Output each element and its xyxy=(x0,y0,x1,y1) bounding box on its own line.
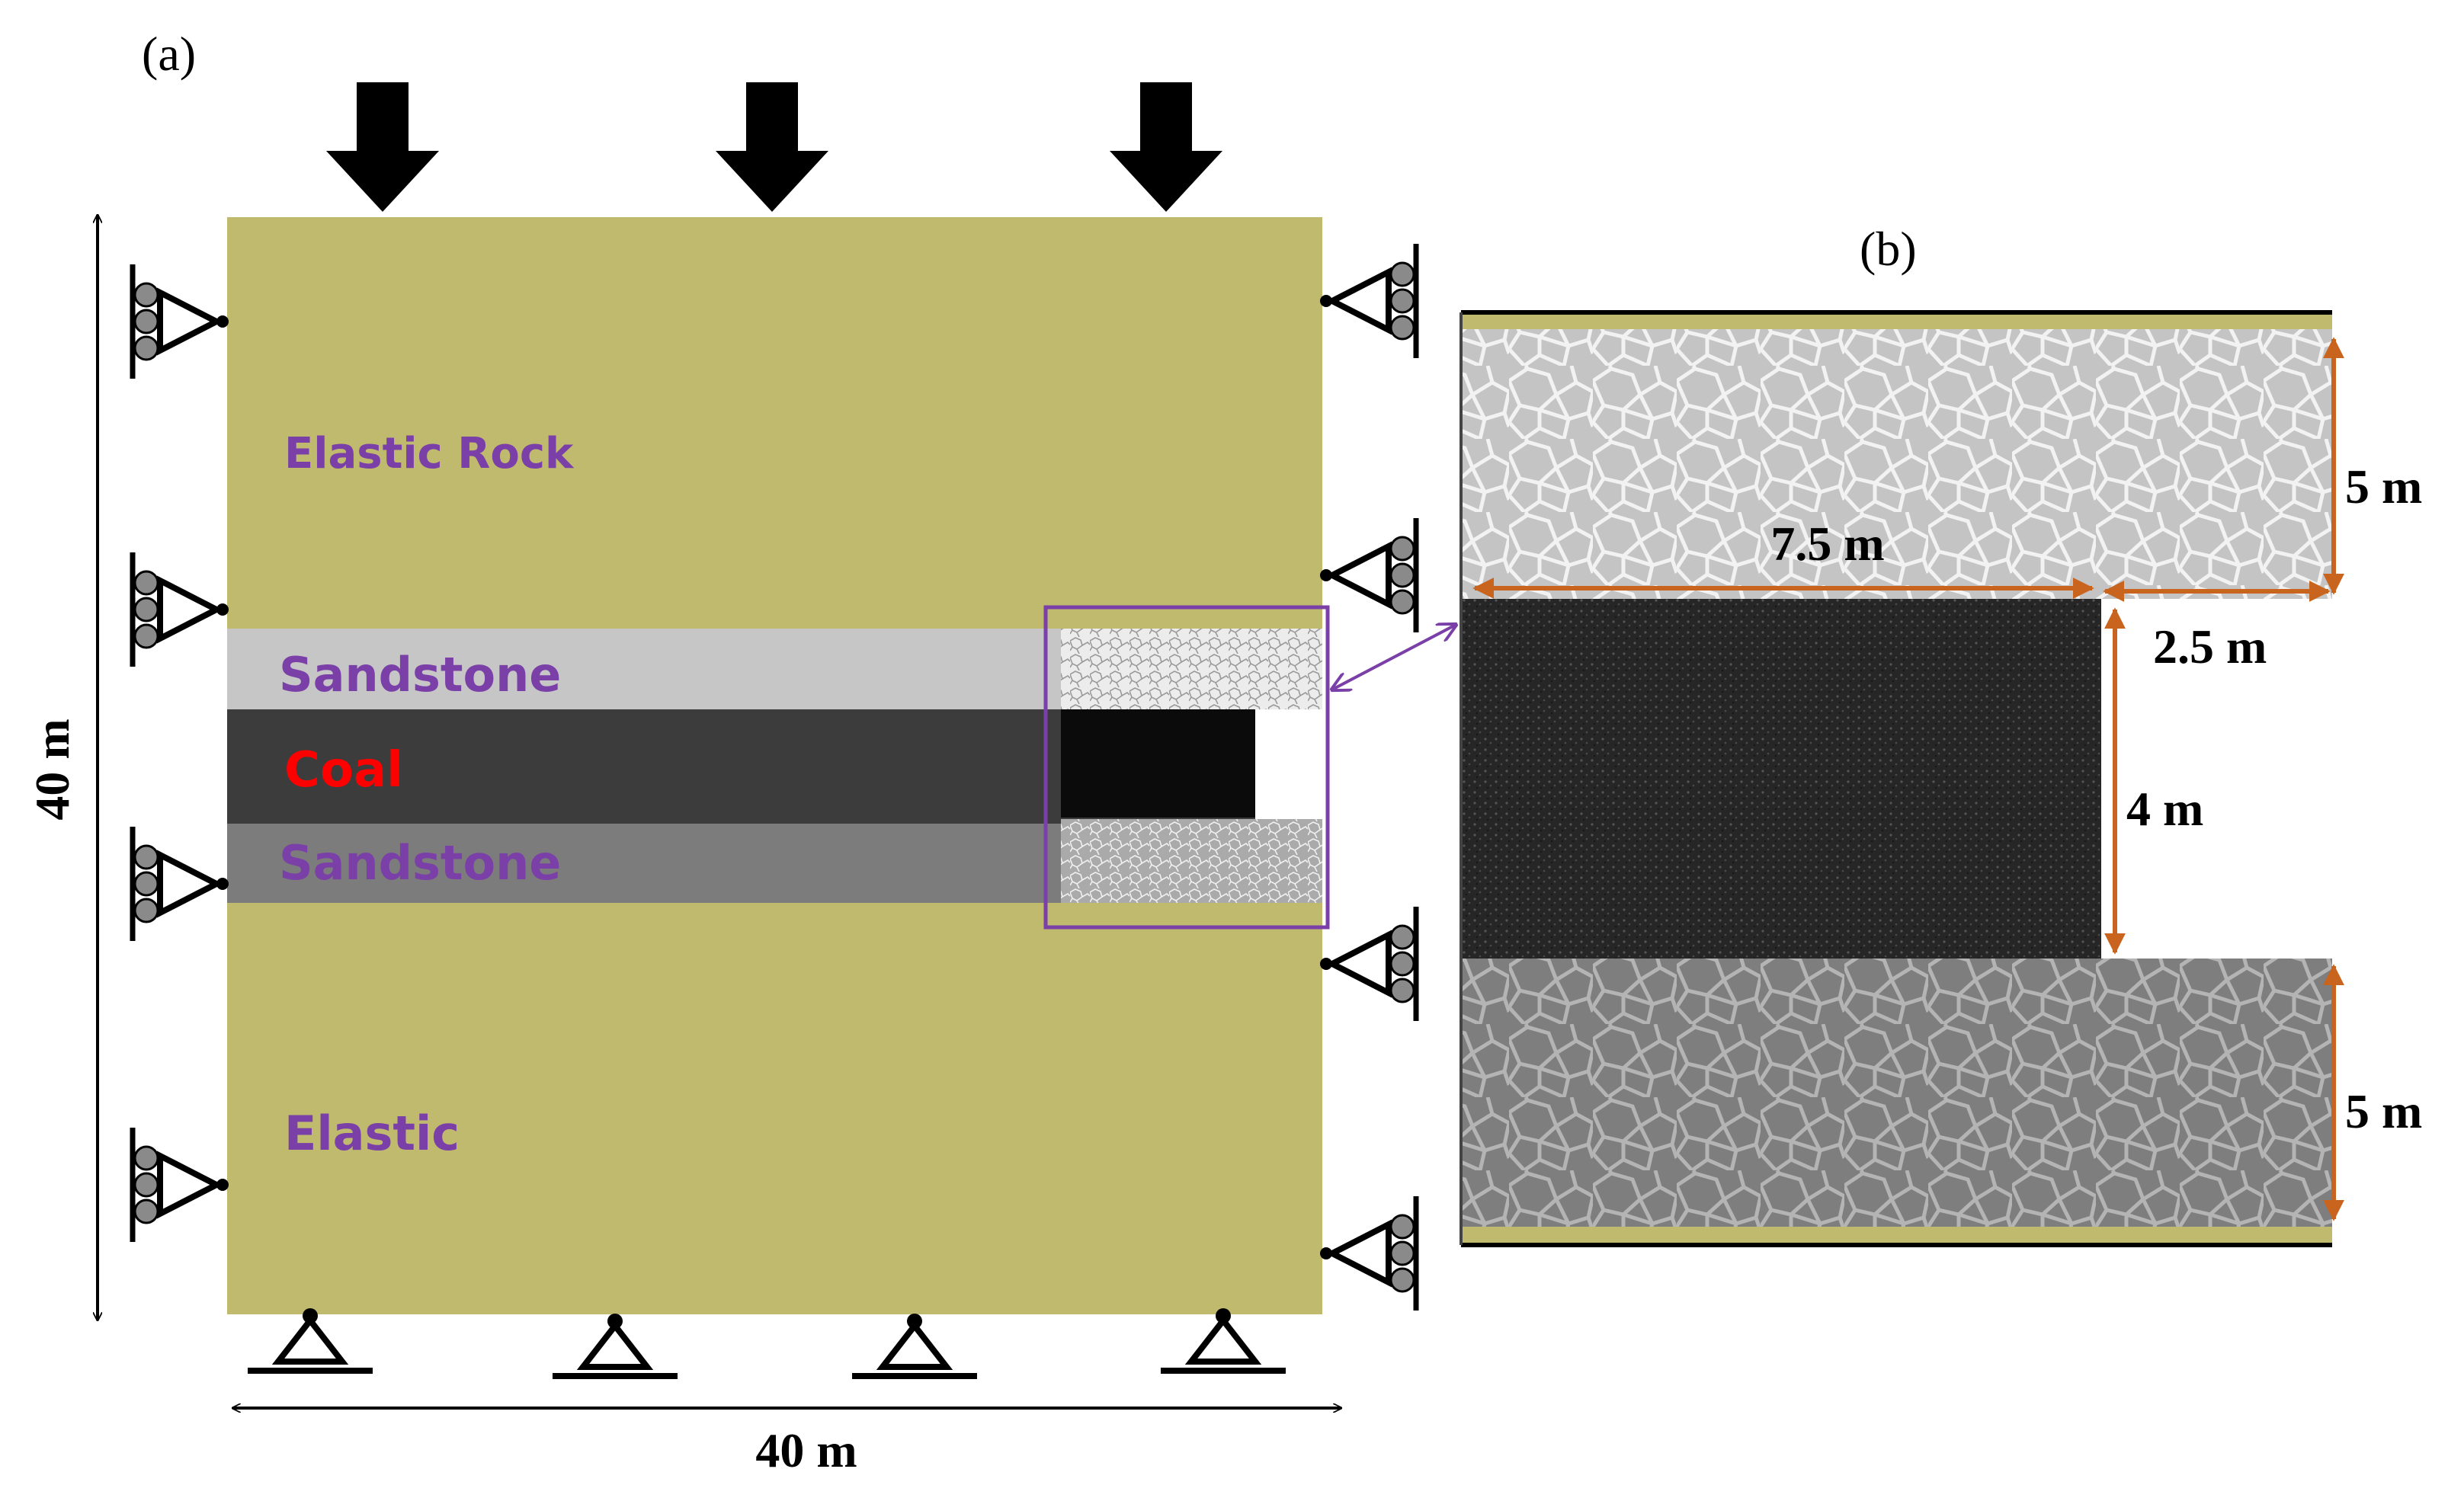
roller-support-icon xyxy=(133,827,229,941)
roller-support-icon xyxy=(1320,244,1416,358)
elastic-strip-bottom xyxy=(1461,1227,2332,1243)
dim-offset-label: 2.5 m xyxy=(2153,619,2267,674)
dim-coal-length-label: 7.5 m xyxy=(1770,517,1884,571)
load-arrow-icon xyxy=(326,82,439,212)
elastic-rock-top-layer xyxy=(227,217,1322,629)
roller-support-icon xyxy=(133,1128,229,1242)
excavation-opening xyxy=(1255,709,1322,824)
dim-top-thickness-label: 5 m xyxy=(2345,459,2422,514)
roller-support-icon xyxy=(133,552,229,667)
roller-support-icon xyxy=(1320,518,1416,632)
label-elastic-rock: Elastic Rock xyxy=(284,429,575,478)
panel-b-label: (b) xyxy=(1860,222,1917,276)
pin-support-icon xyxy=(553,1314,678,1376)
pin-support-icon xyxy=(1161,1308,1286,1371)
mesh-coal xyxy=(1061,709,1255,818)
pin-support-icon xyxy=(248,1308,373,1371)
dim-coal-height-label: 4 m xyxy=(2126,782,2203,836)
dim-bottom-thickness-label: 5 m xyxy=(2345,1084,2422,1138)
roller-support-icon xyxy=(133,264,229,379)
elastic-bottom-layer xyxy=(227,903,1322,1314)
zoom-opening xyxy=(2101,599,2332,959)
roller-support-icon xyxy=(1320,907,1416,1021)
pin-support-icon xyxy=(852,1314,977,1376)
label-elastic: Elastic xyxy=(284,1106,460,1161)
zoom-link-arrow xyxy=(1332,625,1456,690)
panel-a-label: (a) xyxy=(142,27,196,81)
load-arrow-icon xyxy=(716,82,828,212)
label-sandstone-bottom: Sandstone xyxy=(279,835,561,891)
elastic-strip-top xyxy=(1461,312,2332,329)
dim-height-label: 40 m xyxy=(25,718,79,820)
zoom-frame xyxy=(1043,605,1330,930)
dim-width-label: 40 m xyxy=(755,1423,857,1477)
load-arrow-icon xyxy=(1110,82,1222,212)
label-sandstone-top: Sandstone xyxy=(279,647,561,702)
label-coal: Coal xyxy=(284,742,403,799)
roller-support-icon xyxy=(1320,1196,1416,1311)
